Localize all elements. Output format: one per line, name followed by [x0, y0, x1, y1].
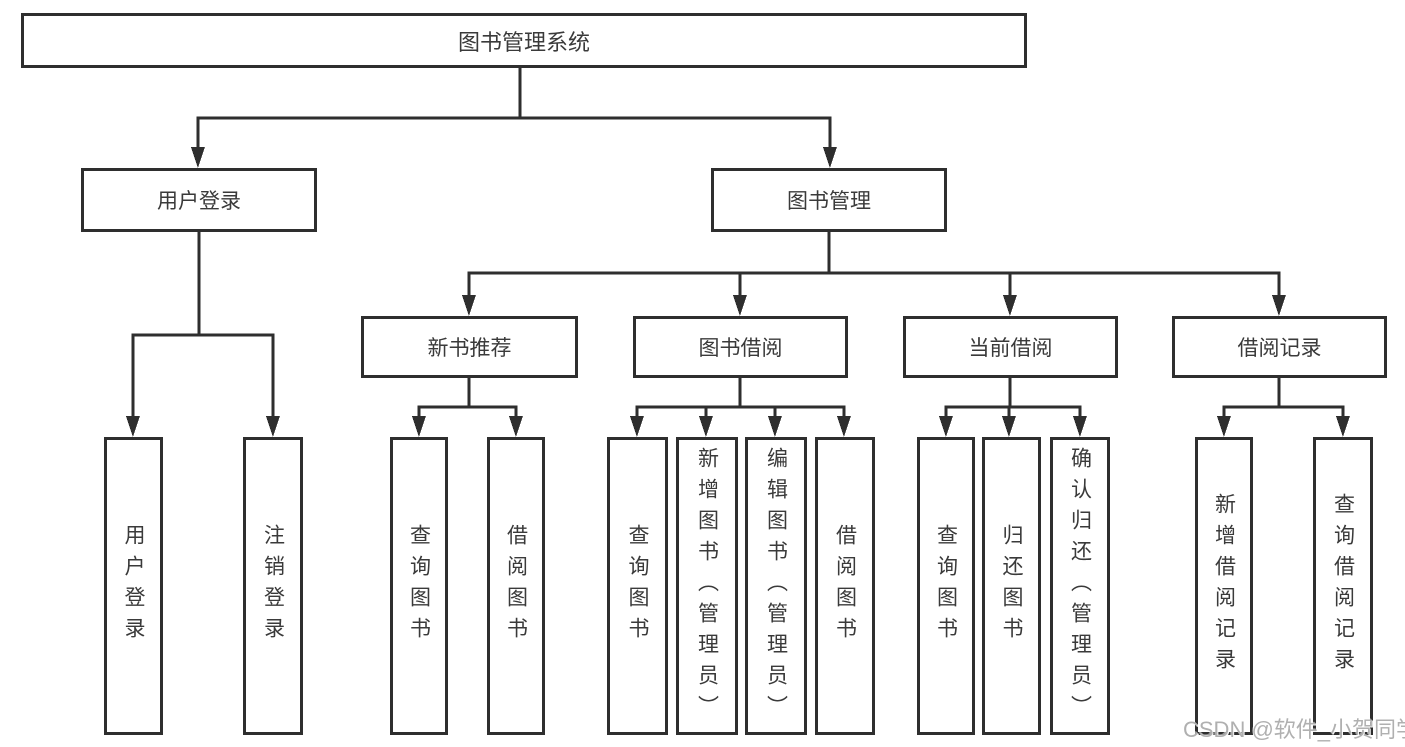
- node-user-login-leaf: 用户登录: [104, 437, 163, 735]
- node-edit-book-admin: 编辑图书（管理员）: [745, 437, 807, 735]
- node-query-borrow-record: 查询借阅记录: [1313, 437, 1373, 735]
- node-query-books-current: 查询图书: [917, 437, 975, 735]
- node-label: 图书管理系统: [457, 29, 590, 55]
- node-label: 图书借阅: [698, 337, 783, 360]
- node-label: 借阅记录: [1237, 337, 1322, 360]
- node-add-book-admin: 新增图书（管理员）: [676, 437, 738, 735]
- node-label: 查询图书: [934, 524, 958, 648]
- node-label: 借阅图书: [504, 524, 528, 648]
- node-label: 查询图书: [626, 524, 649, 648]
- node-label: 确认归还（管理员）: [1068, 446, 1092, 726]
- node-label: 用户登录: [122, 524, 145, 648]
- node-logout: 注销登录: [243, 437, 303, 735]
- node-label: 新增借阅记录: [1212, 493, 1236, 679]
- node-label: 新增图书（管理员）: [695, 446, 719, 726]
- node-library-management-system: 图书管理系统: [21, 13, 1027, 68]
- watermark: CSDN @软件_小贺同学: [1183, 717, 1405, 742]
- node-label: 当前借阅: [968, 337, 1053, 360]
- node-label: 新书推荐: [427, 337, 512, 360]
- node-borrowing-records: 借阅记录: [1172, 316, 1387, 378]
- node-label: 注销登录: [261, 524, 285, 648]
- node-query-books-recommend: 查询图书: [390, 437, 448, 735]
- node-book-borrowing: 图书借阅: [633, 316, 848, 378]
- node-label: 图书管理: [787, 190, 871, 213]
- node-label: 编辑图书（管理员）: [764, 446, 788, 726]
- node-label: 归还图书: [1000, 524, 1023, 648]
- node-current-borrowing: 当前借阅: [903, 316, 1118, 378]
- node-user-login: 用户登录: [81, 168, 317, 232]
- node-return-books: 归还图书: [982, 437, 1041, 735]
- node-book-management: 图书管理: [711, 168, 947, 232]
- node-label: 查询图书: [407, 524, 431, 648]
- node-label: 用户登录: [157, 190, 241, 213]
- node-label: 查询借阅记录: [1331, 493, 1355, 679]
- node-label: 借阅图书: [833, 524, 857, 648]
- node-add-borrow-record: 新增借阅记录: [1195, 437, 1253, 735]
- node-borrow-books-borrowing: 借阅图书: [815, 437, 875, 735]
- node-confirm-return-admin: 确认归还（管理员）: [1050, 437, 1110, 735]
- node-new-book-recommendation: 新书推荐: [361, 316, 578, 378]
- node-query-books-borrowing: 查询图书: [607, 437, 668, 735]
- node-borrow-books-recommend: 借阅图书: [487, 437, 545, 735]
